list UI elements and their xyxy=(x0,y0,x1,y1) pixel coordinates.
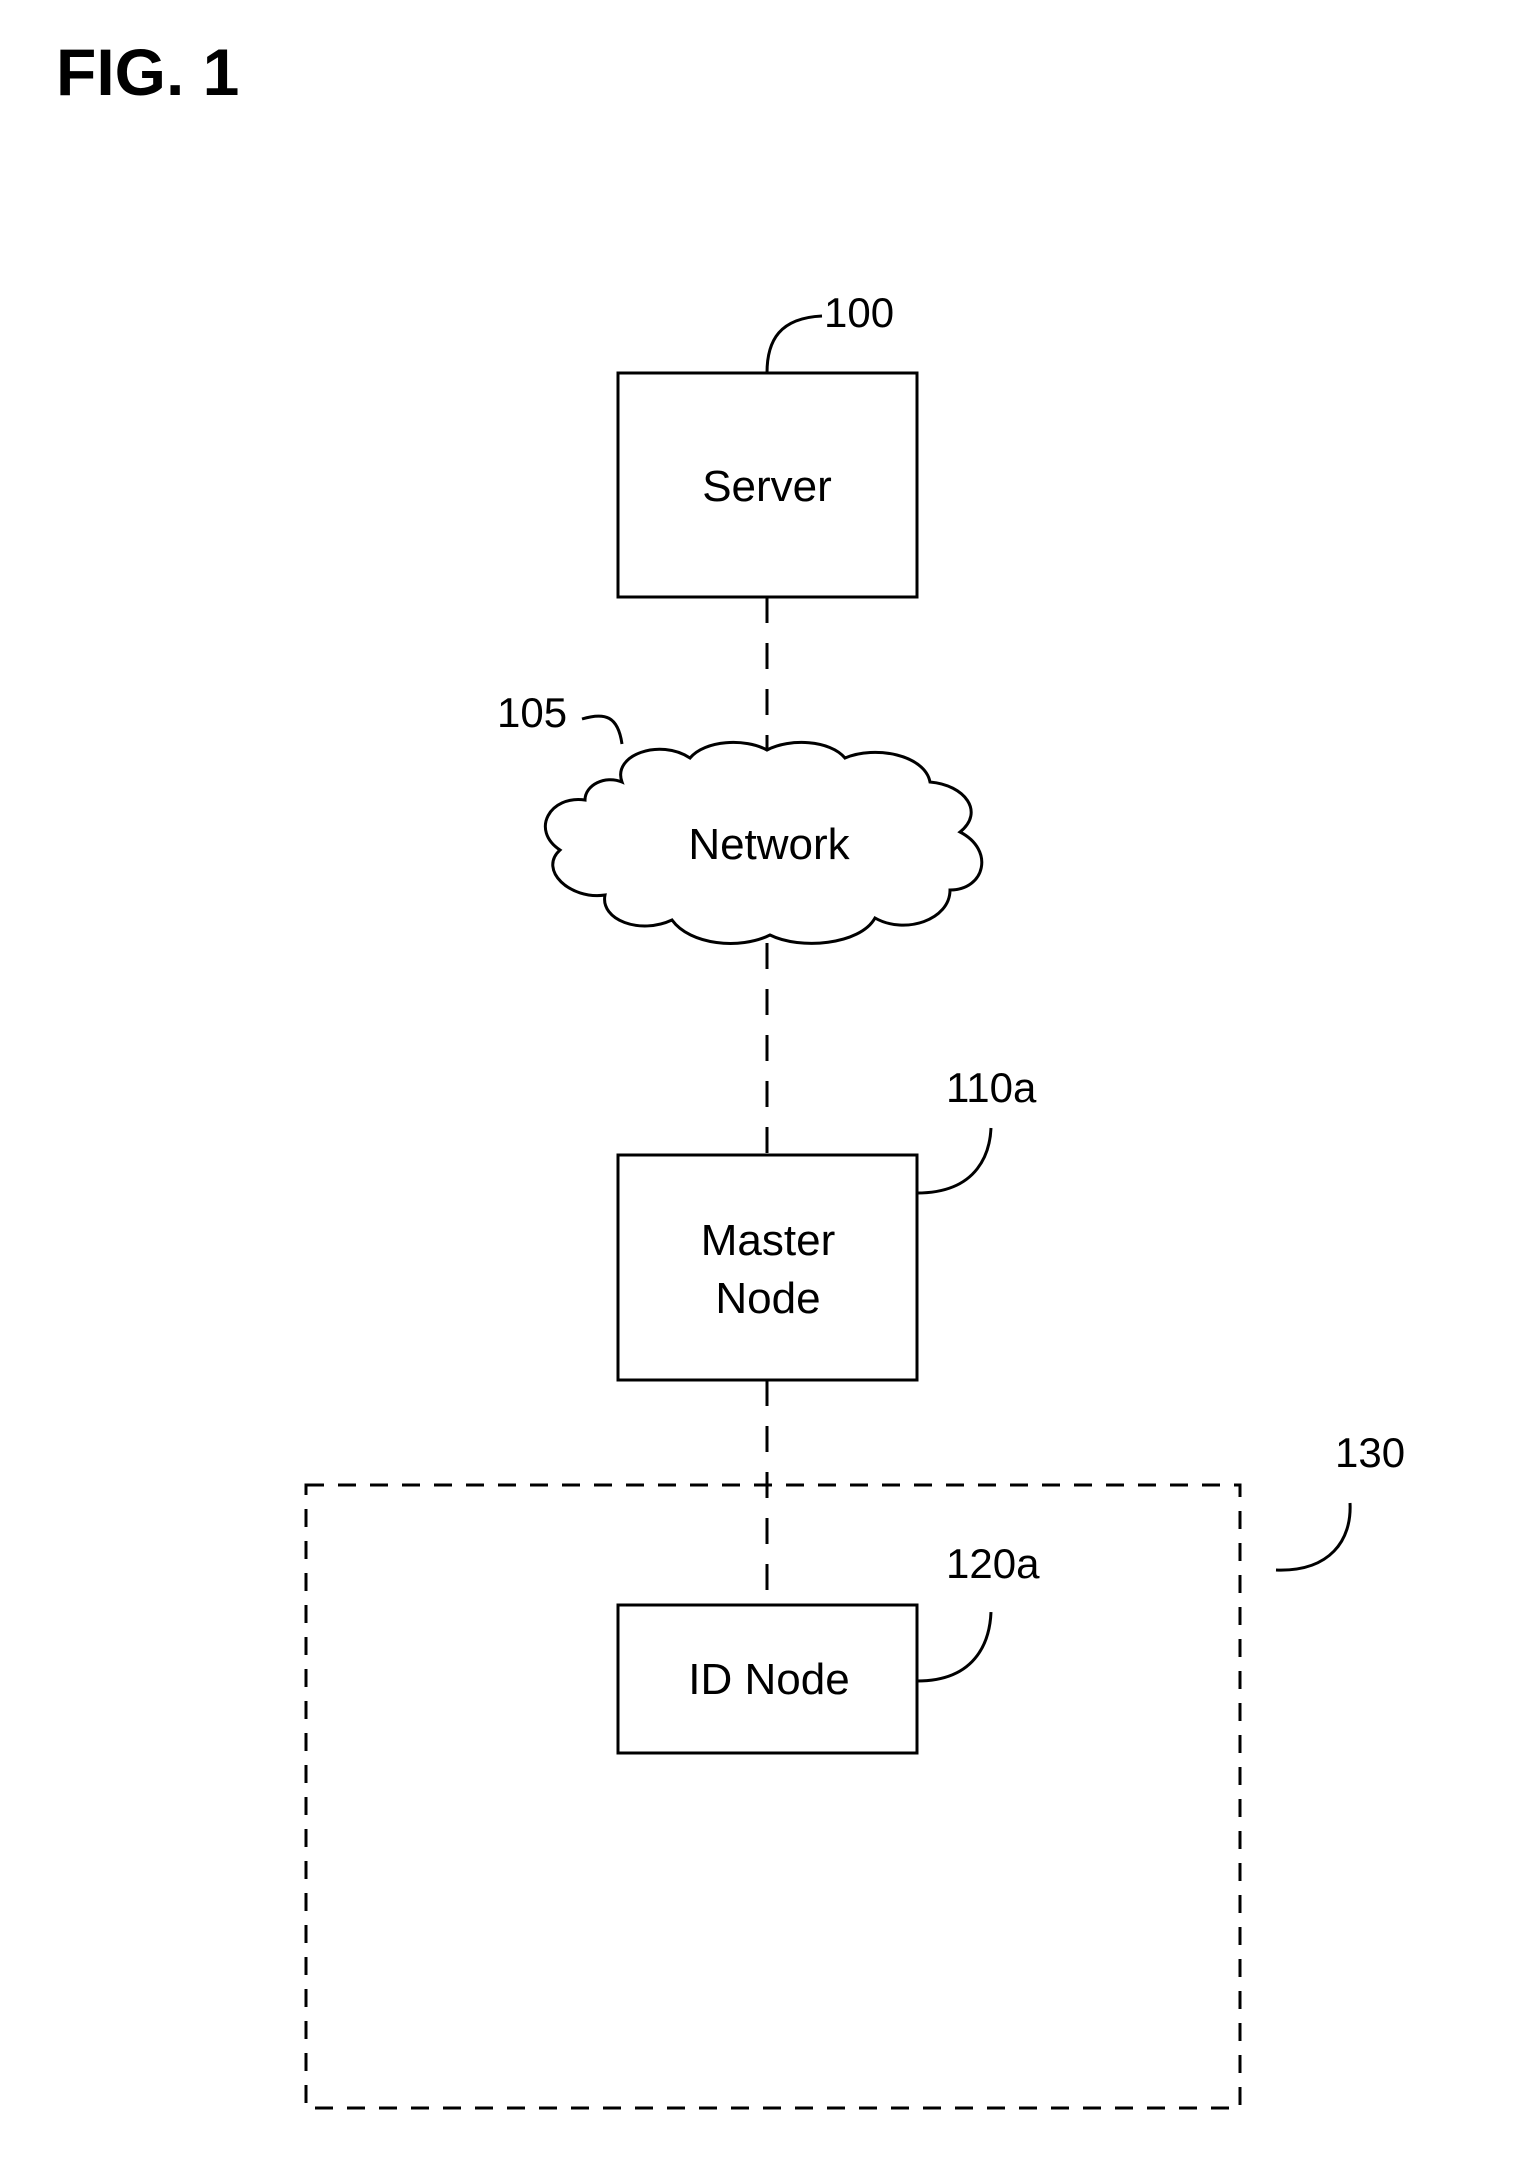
network-ref-leader xyxy=(582,716,622,744)
id-node-label: ID Node xyxy=(688,1655,849,1704)
network-cloud: Network xyxy=(545,742,981,943)
id-node-ref-number: 120a xyxy=(946,1540,1040,1587)
network-ref-number: 105 xyxy=(497,689,567,736)
master-node-label-line1: Master xyxy=(701,1216,835,1265)
network-label: Network xyxy=(688,820,850,869)
master-node-ref-leader xyxy=(917,1128,991,1193)
server-label: Server xyxy=(702,462,832,511)
server-ref-number: 100 xyxy=(824,289,894,336)
master-node-label-line2: Node xyxy=(715,1274,820,1323)
region-ref-number: 130 xyxy=(1335,1429,1405,1476)
id-node-ref-leader xyxy=(917,1612,991,1681)
figure-title: FIG. 1 xyxy=(56,35,239,109)
region-130-boundary xyxy=(306,1485,1240,2108)
server-ref-leader xyxy=(767,316,822,373)
region-ref-leader xyxy=(1276,1503,1350,1570)
master-node-ref-number: 110a xyxy=(946,1064,1037,1111)
master-node: Master Node xyxy=(618,1155,917,1380)
master-node-box xyxy=(618,1155,917,1380)
server-node: Server xyxy=(618,373,917,597)
id-node: ID Node xyxy=(618,1605,917,1753)
